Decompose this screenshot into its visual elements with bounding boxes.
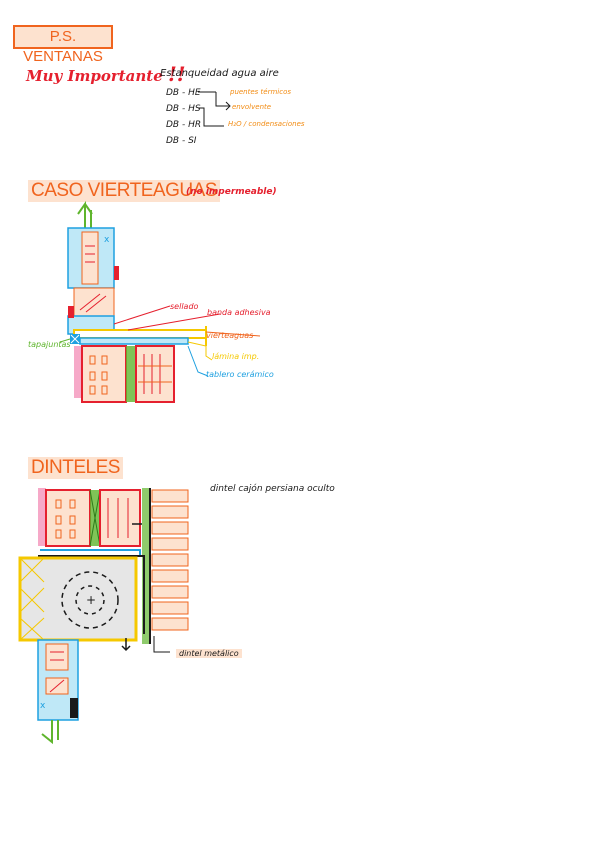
section-vierteaguas-subtitle: (no impermeable) bbox=[186, 187, 277, 197]
svg-text:+: + bbox=[86, 593, 96, 607]
label-tablero: tablero cerámico bbox=[206, 370, 274, 379]
svg-text:x: x bbox=[40, 701, 46, 711]
page-title: P.S. VENTANAS bbox=[13, 25, 113, 65]
note-condensaciones: H₂O / condensaciones bbox=[228, 120, 305, 128]
label-lamina: lámina imp. bbox=[212, 352, 260, 361]
dintel-note: dintel cajón persiana oculto bbox=[210, 484, 335, 494]
section-vierteaguas-title: CASO VIERTEAGUAS bbox=[28, 180, 220, 202]
bracket-lines bbox=[198, 91, 231, 127]
label-sellado: sellado bbox=[170, 302, 199, 311]
svg-text:x: x bbox=[104, 235, 110, 245]
note-envolvente: envolvente bbox=[232, 103, 272, 111]
important-text: Muy Importante bbox=[26, 67, 163, 85]
label-vierteaguas: vierteaguas bbox=[206, 331, 254, 340]
note-puentes: puentes térmicos bbox=[230, 88, 292, 96]
label-tapajuntas: tapajuntas bbox=[28, 340, 71, 349]
code-hr: DB - HR bbox=[166, 120, 202, 130]
label-banda: banda adhesiva bbox=[207, 308, 271, 317]
label-dintel-metalico: dintel metálico bbox=[176, 649, 242, 658]
important-headline: Estanqueidad agua aire bbox=[160, 68, 279, 79]
section-dinteles-title: DINTELES bbox=[28, 457, 123, 479]
vierteaguas-diagram: x bbox=[60, 200, 261, 403]
exclamation-marks: !! bbox=[168, 62, 186, 86]
important-label: Muy Importante !! bbox=[26, 62, 186, 86]
dintel-diagram: + x bbox=[18, 488, 189, 745]
code-si: DB - SI bbox=[166, 136, 197, 146]
code-hs: DB - HS bbox=[166, 104, 201, 114]
code-he: DB - HE bbox=[166, 88, 201, 98]
